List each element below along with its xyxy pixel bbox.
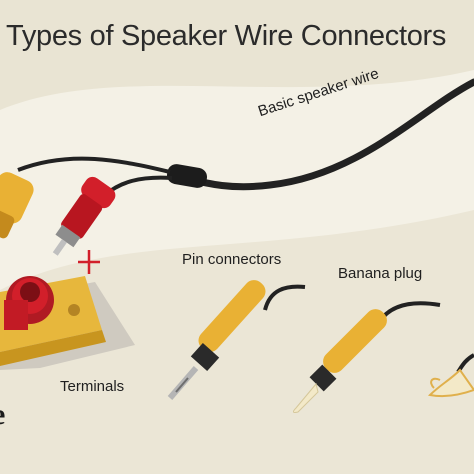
yellow-rca-plug xyxy=(0,172,34,239)
red-rca-plug xyxy=(52,176,116,256)
spade-connector xyxy=(427,353,474,398)
page-title: Types of Speaker Wire Connectors xyxy=(6,20,447,52)
pin-connector xyxy=(167,280,306,400)
wire-splitter xyxy=(166,164,208,188)
pin-connectors-label: Pin connectors xyxy=(182,251,282,268)
wire-branch-left xyxy=(17,156,171,174)
brand-logo: e xyxy=(0,398,5,432)
lower-background-panel xyxy=(0,210,474,474)
banana-plug xyxy=(292,301,441,413)
banana-plug-label: Banana plug xyxy=(338,265,423,282)
terminals-label: Terminals xyxy=(60,378,125,395)
terminal-block xyxy=(0,276,135,370)
speaker-wire xyxy=(181,78,474,191)
plus-sign xyxy=(78,250,100,274)
